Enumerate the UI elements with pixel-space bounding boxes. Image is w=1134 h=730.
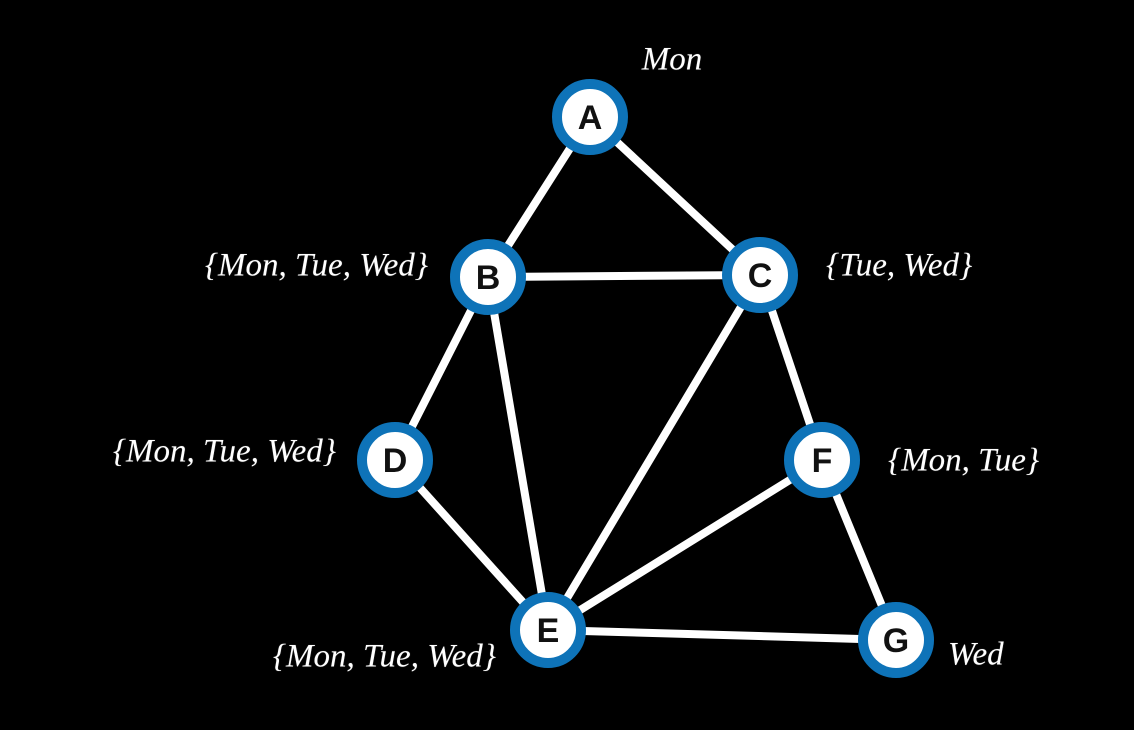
graph-node-b[interactable]: B	[450, 239, 526, 315]
graph-node-a[interactable]: A	[552, 79, 628, 155]
node-letter-c: C	[748, 257, 773, 295]
edge-c-e	[544, 271, 764, 634]
domain-label-a: Mon	[641, 41, 703, 78]
node-letter-b: B	[476, 259, 501, 297]
domain-label-b: {Mon, Tue, Wed}	[204, 247, 428, 284]
node-circle-f	[784, 422, 860, 498]
nodes-layer: A B C D E F G	[357, 79, 934, 678]
node-circle-a	[552, 79, 628, 155]
graph-node-f[interactable]: F	[784, 422, 860, 498]
domain-label-d: {Mon, Tue, Wed}	[112, 433, 336, 470]
domain-label-c: {Tue, Wed}	[826, 247, 973, 284]
node-circle-g	[858, 602, 934, 678]
node-letter-e: E	[537, 612, 560, 650]
edges-layer	[391, 113, 900, 644]
graph-node-e[interactable]: E	[510, 592, 586, 668]
edge-e-f	[544, 456, 826, 634]
edge-b-e	[484, 273, 552, 634]
domain-label-g: Wed	[948, 636, 1004, 673]
node-circle-e	[510, 592, 586, 668]
graph-node-d[interactable]: D	[357, 422, 433, 498]
node-circle-b	[450, 239, 526, 315]
edge-a-c	[586, 113, 764, 279]
node-letter-g: G	[883, 622, 909, 660]
graph-node-g[interactable]: G	[858, 602, 934, 678]
edge-d-e	[391, 456, 552, 634]
node-letter-f: F	[812, 442, 833, 480]
node-circle-c	[722, 237, 798, 313]
graph-node-c[interactable]: C	[722, 237, 798, 313]
domain-label-f: {Mon, Tue}	[888, 442, 1040, 479]
domain-label-e: {Mon, Tue, Wed}	[272, 638, 496, 675]
edge-e-g	[544, 626, 900, 644]
node-letter-a: A	[578, 99, 603, 137]
node-letter-d: D	[383, 442, 408, 480]
edge-b-c	[484, 271, 764, 281]
node-circle-d	[357, 422, 433, 498]
